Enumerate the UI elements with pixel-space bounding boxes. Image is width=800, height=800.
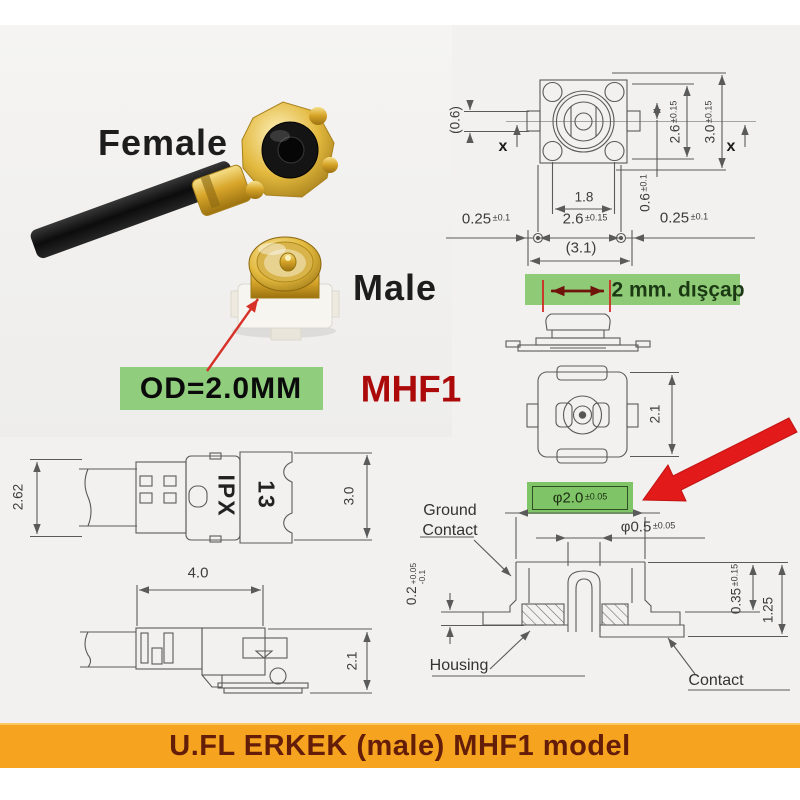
dim-pad-pitch-top: 1.8	[574, 189, 594, 205]
female-label: Female	[97, 122, 229, 163]
dim-tab-height: (0.6)	[447, 106, 463, 134]
cross-section-drawing	[420, 509, 790, 691]
dim-pad-left: 0.25±0.1	[461, 210, 511, 228]
dim-plug-width: 2.62	[10, 483, 26, 511]
plan-view-drawing	[526, 365, 679, 464]
dim-plan-height: 2.1	[647, 404, 663, 424]
x-marker-right: x	[726, 138, 736, 155]
dim-plug-length: 4.0	[187, 564, 209, 582]
od-callout-box	[120, 367, 323, 410]
title-banner: U.FL ERKEK (male) MHF1 model	[0, 723, 800, 768]
male-label: Male	[352, 267, 438, 308]
big-red-arrow	[642, 417, 798, 502]
dim-base-thickness: 0.2+0.05-0.1	[404, 562, 427, 606]
dim-pad-pitch-bottom: 2.6±0.15	[562, 210, 608, 228]
male-connector-photo	[230, 236, 340, 341]
x-marker-left: x	[498, 138, 508, 155]
dim-offset: 0.6±0.1	[637, 174, 653, 212]
dim-pad-right: 0.25±0.1	[659, 209, 709, 227]
plug-marking-13: 13	[253, 480, 280, 510]
ground-contact-label: Ground Contact	[422, 502, 478, 539]
contact-label: Contact	[688, 672, 744, 689]
outer-diameter-callout-marks	[542, 280, 611, 312]
od-callout-label: OD=2.0MM	[139, 372, 303, 405]
dim-plug-height: 3.0	[341, 486, 357, 506]
model-name-label: MHF1	[360, 368, 462, 410]
dim-standoff: 0.35±0.15	[728, 563, 744, 615]
dim-pin-dia: φ0.5±0.05	[620, 518, 676, 536]
side-barrel-view-drawing	[505, 313, 651, 352]
banner-title: U.FL ERKEK (male) MHF1 model	[169, 730, 631, 762]
housing-label: Housing	[429, 657, 489, 674]
dim-total-height-cs: 1.25	[760, 596, 776, 624]
dim-total-height: 3.0±0.15	[702, 100, 718, 144]
plug-side-view-drawing	[80, 627, 372, 694]
outer-diameter-callout-label: 2 mm. dışçap	[611, 278, 745, 302]
dim-body-height: 2.6±0.15	[667, 100, 683, 144]
front-view-drawing	[446, 72, 756, 266]
female-connector-photo	[30, 101, 338, 259]
od-pointer-arrow	[206, 298, 259, 372]
dim-total-width: (3.1)	[565, 239, 597, 257]
plug-top-view-drawing	[30, 451, 372, 626]
dim-plug-side-height: 2.1	[344, 651, 360, 671]
plug-marking-ipx: IPX	[213, 474, 240, 518]
dim-outer-dia: φ2.0±0.05	[552, 489, 608, 507]
phi2-callout-box	[527, 482, 633, 514]
phi2-callout-border	[532, 486, 628, 510]
